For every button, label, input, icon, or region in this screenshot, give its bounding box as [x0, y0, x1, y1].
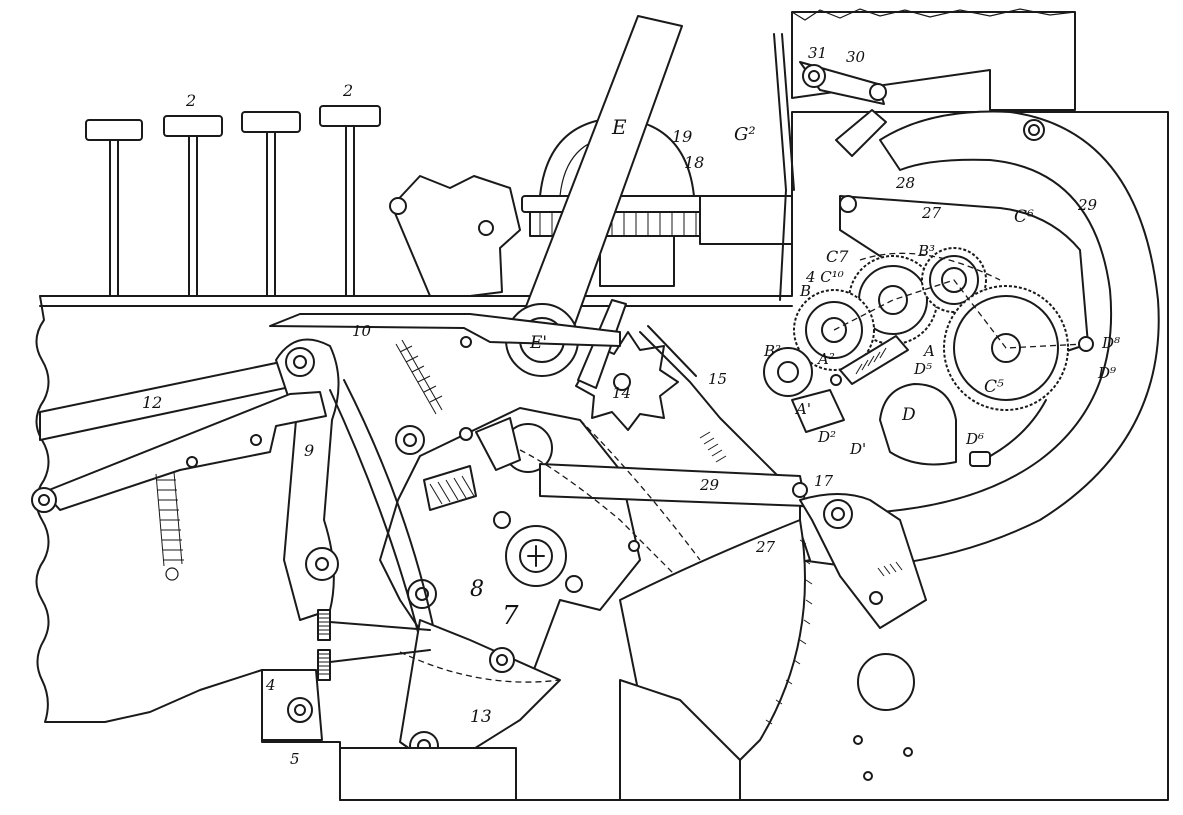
- label-27a: 27: [921, 204, 942, 222]
- large-hole: [857, 653, 915, 711]
- label-15: 15: [708, 370, 727, 388]
- label-17: 17: [814, 472, 834, 490]
- label-31: 31: [808, 44, 827, 62]
- label-2a: 2: [185, 91, 196, 110]
- label-5: 5: [290, 750, 300, 768]
- label-D9: D⁹: [1097, 364, 1116, 382]
- lever-15: [639, 325, 791, 489]
- label-A1: A': [794, 400, 811, 418]
- cam-D: [879, 383, 957, 466]
- label-D2: D²: [817, 428, 836, 446]
- spring-left: [155, 471, 184, 567]
- label-A: A: [922, 342, 935, 360]
- key-stems: [85, 105, 381, 297]
- lever-17: [799, 493, 927, 629]
- label-2b: 2: [342, 81, 353, 100]
- label-E: E: [611, 115, 627, 139]
- reference-labels: 2 2 E 19 18 G² 31 30 28 27 29 C⁶ C7 B³ 4…: [142, 44, 1120, 768]
- label-C10: 4 C¹⁰: [805, 268, 844, 286]
- upper-right-plate: [791, 11, 1076, 111]
- left-top-bracket: [391, 175, 521, 297]
- label-D5: D⁵: [913, 360, 932, 378]
- label-D6: D⁶: [965, 430, 984, 448]
- label-B3: B³: [917, 242, 935, 260]
- label-Eprime: E': [529, 333, 547, 353]
- label-19: 19: [672, 127, 692, 146]
- label-29a: 29: [1077, 196, 1098, 214]
- curved-guide: [329, 379, 437, 641]
- label-18: 18: [684, 153, 704, 172]
- label-27b: 27: [755, 538, 776, 556]
- label-C6: C⁶: [1014, 207, 1034, 227]
- label-B2: B²: [763, 342, 781, 360]
- label-14: 14: [612, 384, 631, 402]
- gear-train: [793, 247, 1094, 411]
- label-4: 4: [265, 676, 276, 694]
- label-12: 12: [142, 393, 162, 412]
- label-D1: D': [849, 440, 866, 458]
- label-C7: C7: [826, 247, 849, 266]
- rod-G2: [773, 33, 795, 301]
- bar-10: [269, 313, 621, 347]
- label-D: D: [901, 405, 916, 425]
- label-29b: 29: [699, 476, 720, 494]
- label-A2: A²: [816, 350, 835, 368]
- label-30: 30: [846, 48, 866, 66]
- label-D8: D⁸: [1101, 334, 1120, 352]
- label-28: 28: [895, 174, 915, 192]
- label-G2: G²: [734, 124, 756, 145]
- label-13: 13: [470, 707, 492, 727]
- rack-teeth: [317, 609, 431, 681]
- label-10: 10: [352, 322, 372, 340]
- label-9: 9: [304, 441, 314, 460]
- label-C5: C⁵: [984, 377, 1004, 397]
- label-B: B: [799, 282, 811, 300]
- label-8: 8: [470, 577, 484, 602]
- label-7: 7: [502, 601, 519, 631]
- link-left-arm: [43, 391, 327, 511]
- spring-upper: [395, 339, 443, 415]
